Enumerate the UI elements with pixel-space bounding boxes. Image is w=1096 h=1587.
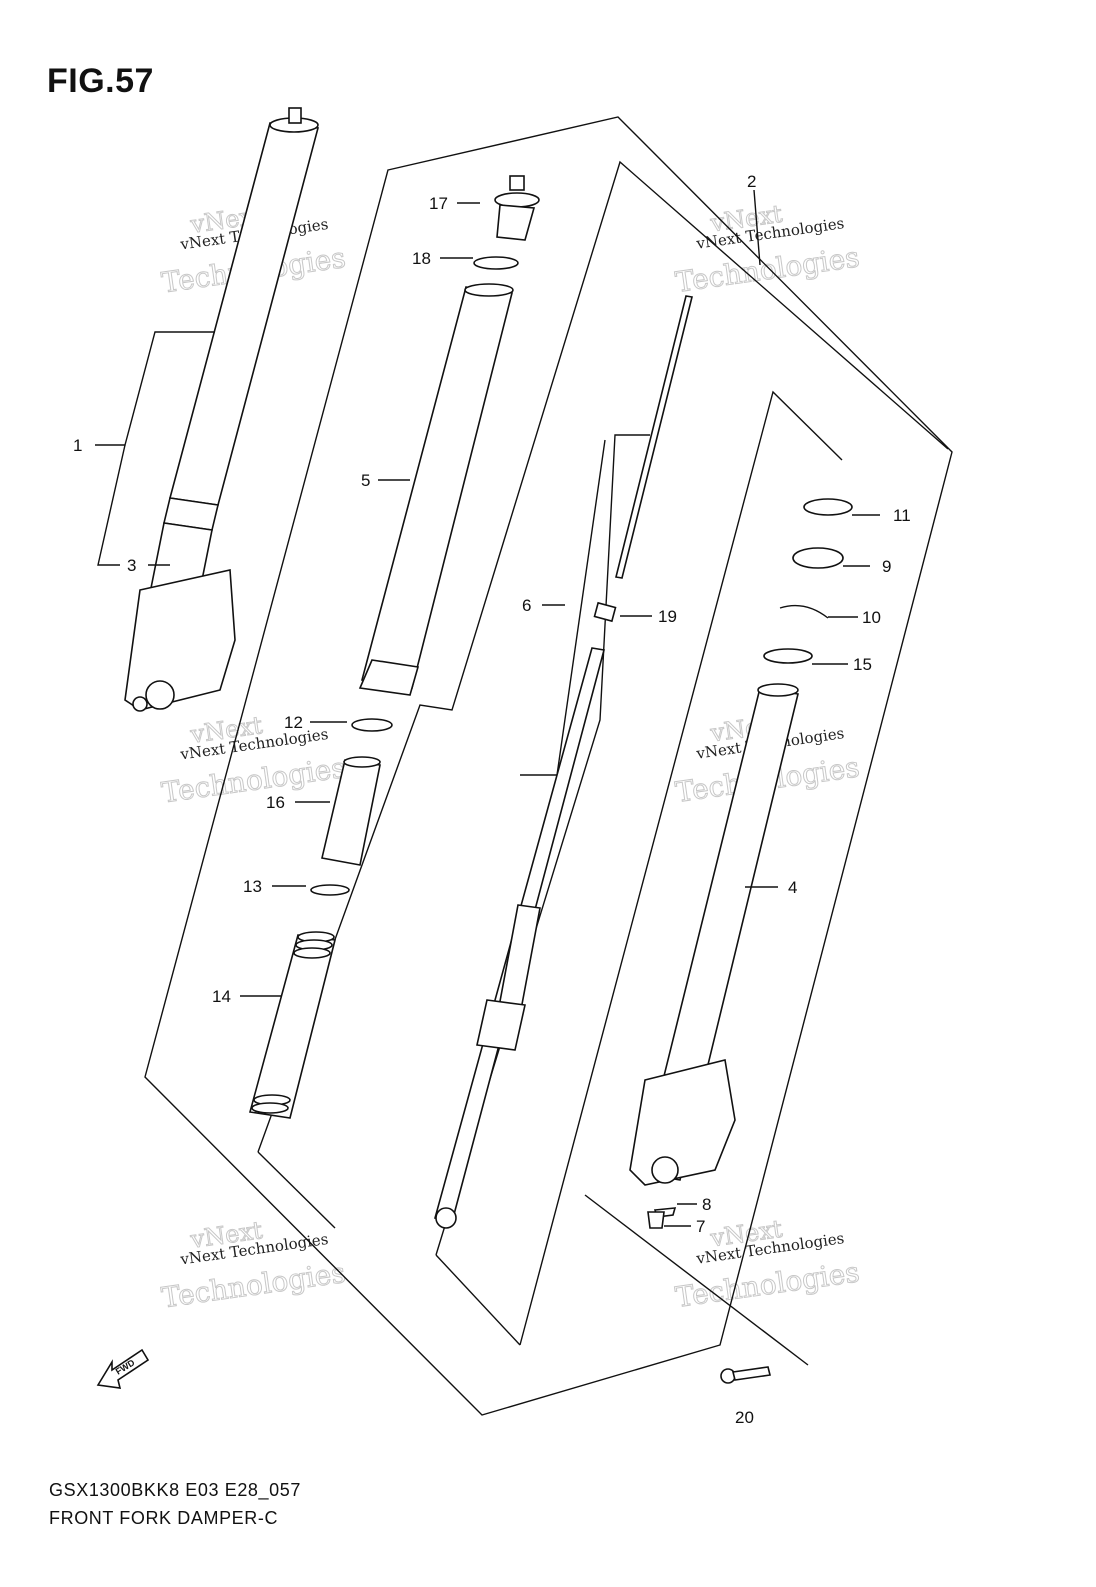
callout-8: 8 (702, 1195, 711, 1214)
callout-9: 9 (882, 557, 891, 576)
part-20-axle-pinch-bolt (720, 1366, 771, 1384)
callout-15: 15 (853, 655, 872, 674)
part-17-fork-cap-bolt (494, 175, 540, 241)
callout-3: 3 (127, 556, 136, 575)
callout-16: 16 (266, 793, 285, 812)
part-5-outer-tube (358, 283, 514, 696)
callout-20: 20 (735, 1408, 754, 1427)
callout-17: 17 (429, 194, 448, 213)
part-front-fork-left-assembly (124, 107, 320, 712)
model-code-label: GSX1300BKK8 E03 E28_057 (49, 1480, 301, 1500)
callout-7: 7 (696, 1217, 705, 1236)
watermark-2: vNext vNext Technologies Technologies (673, 199, 862, 299)
callout-leaders (95, 189, 880, 1227)
inner-outline-rod-bottom (435, 1254, 521, 1346)
inner-outline-damper-leader (520, 439, 606, 776)
part-19-lock-nut (593, 601, 617, 623)
part-14-fork-spring (248, 931, 336, 1119)
part-15-bushing (763, 648, 813, 664)
part-7-bolt (647, 1211, 665, 1229)
watermark-3: vNext vNext Technologies Technologies (159, 711, 348, 810)
outer-assembly-outline (144, 116, 953, 1416)
callout-1: 1 (73, 436, 82, 455)
part-11-dust-seal (803, 498, 853, 516)
part-4-inner-tube (629, 683, 799, 1186)
callout-10: 10 (862, 608, 881, 627)
watermark-5: vNext vNext Technologies Technologies (159, 1216, 348, 1315)
bolt-boundary (584, 1194, 809, 1366)
callout-19: 19 (658, 607, 677, 626)
callout-5: 5 (361, 471, 370, 490)
part-16-slide-bushing (321, 756, 381, 866)
forward-arrow-icon: FWD (96, 1348, 150, 1389)
callout-4: 4 (788, 878, 797, 897)
callout-14: 14 (212, 987, 231, 1006)
diagram-name-label: FRONT FORK DAMPER-C (49, 1508, 279, 1528)
callout-2: 2 (747, 172, 756, 191)
callout-6: 6 (522, 596, 531, 615)
callout-numbers: 1 2 3 4 5 6 7 8 9 10 11 12 13 14 15 16 1… (73, 172, 911, 1427)
part-13-washer (310, 884, 350, 896)
part-9-oil-seal (792, 547, 844, 569)
part-2-damper-rod (615, 295, 693, 579)
callout-12: 12 (284, 713, 303, 732)
part-12-snap-ring (351, 718, 393, 732)
part-10-stopper-ring (779, 604, 829, 619)
callout-18: 18 (412, 249, 431, 268)
callout-13: 13 (243, 877, 262, 896)
callout-11: 11 (893, 506, 911, 525)
part-6-damper-cartridge (434, 647, 605, 1229)
inner-outline-left (257, 160, 949, 1153)
inner-outline-right (519, 390, 843, 1346)
part-18-o-ring (473, 256, 519, 270)
figure-title: FIG.57 (47, 62, 154, 100)
inner-outline-left-bottom (257, 1151, 336, 1229)
